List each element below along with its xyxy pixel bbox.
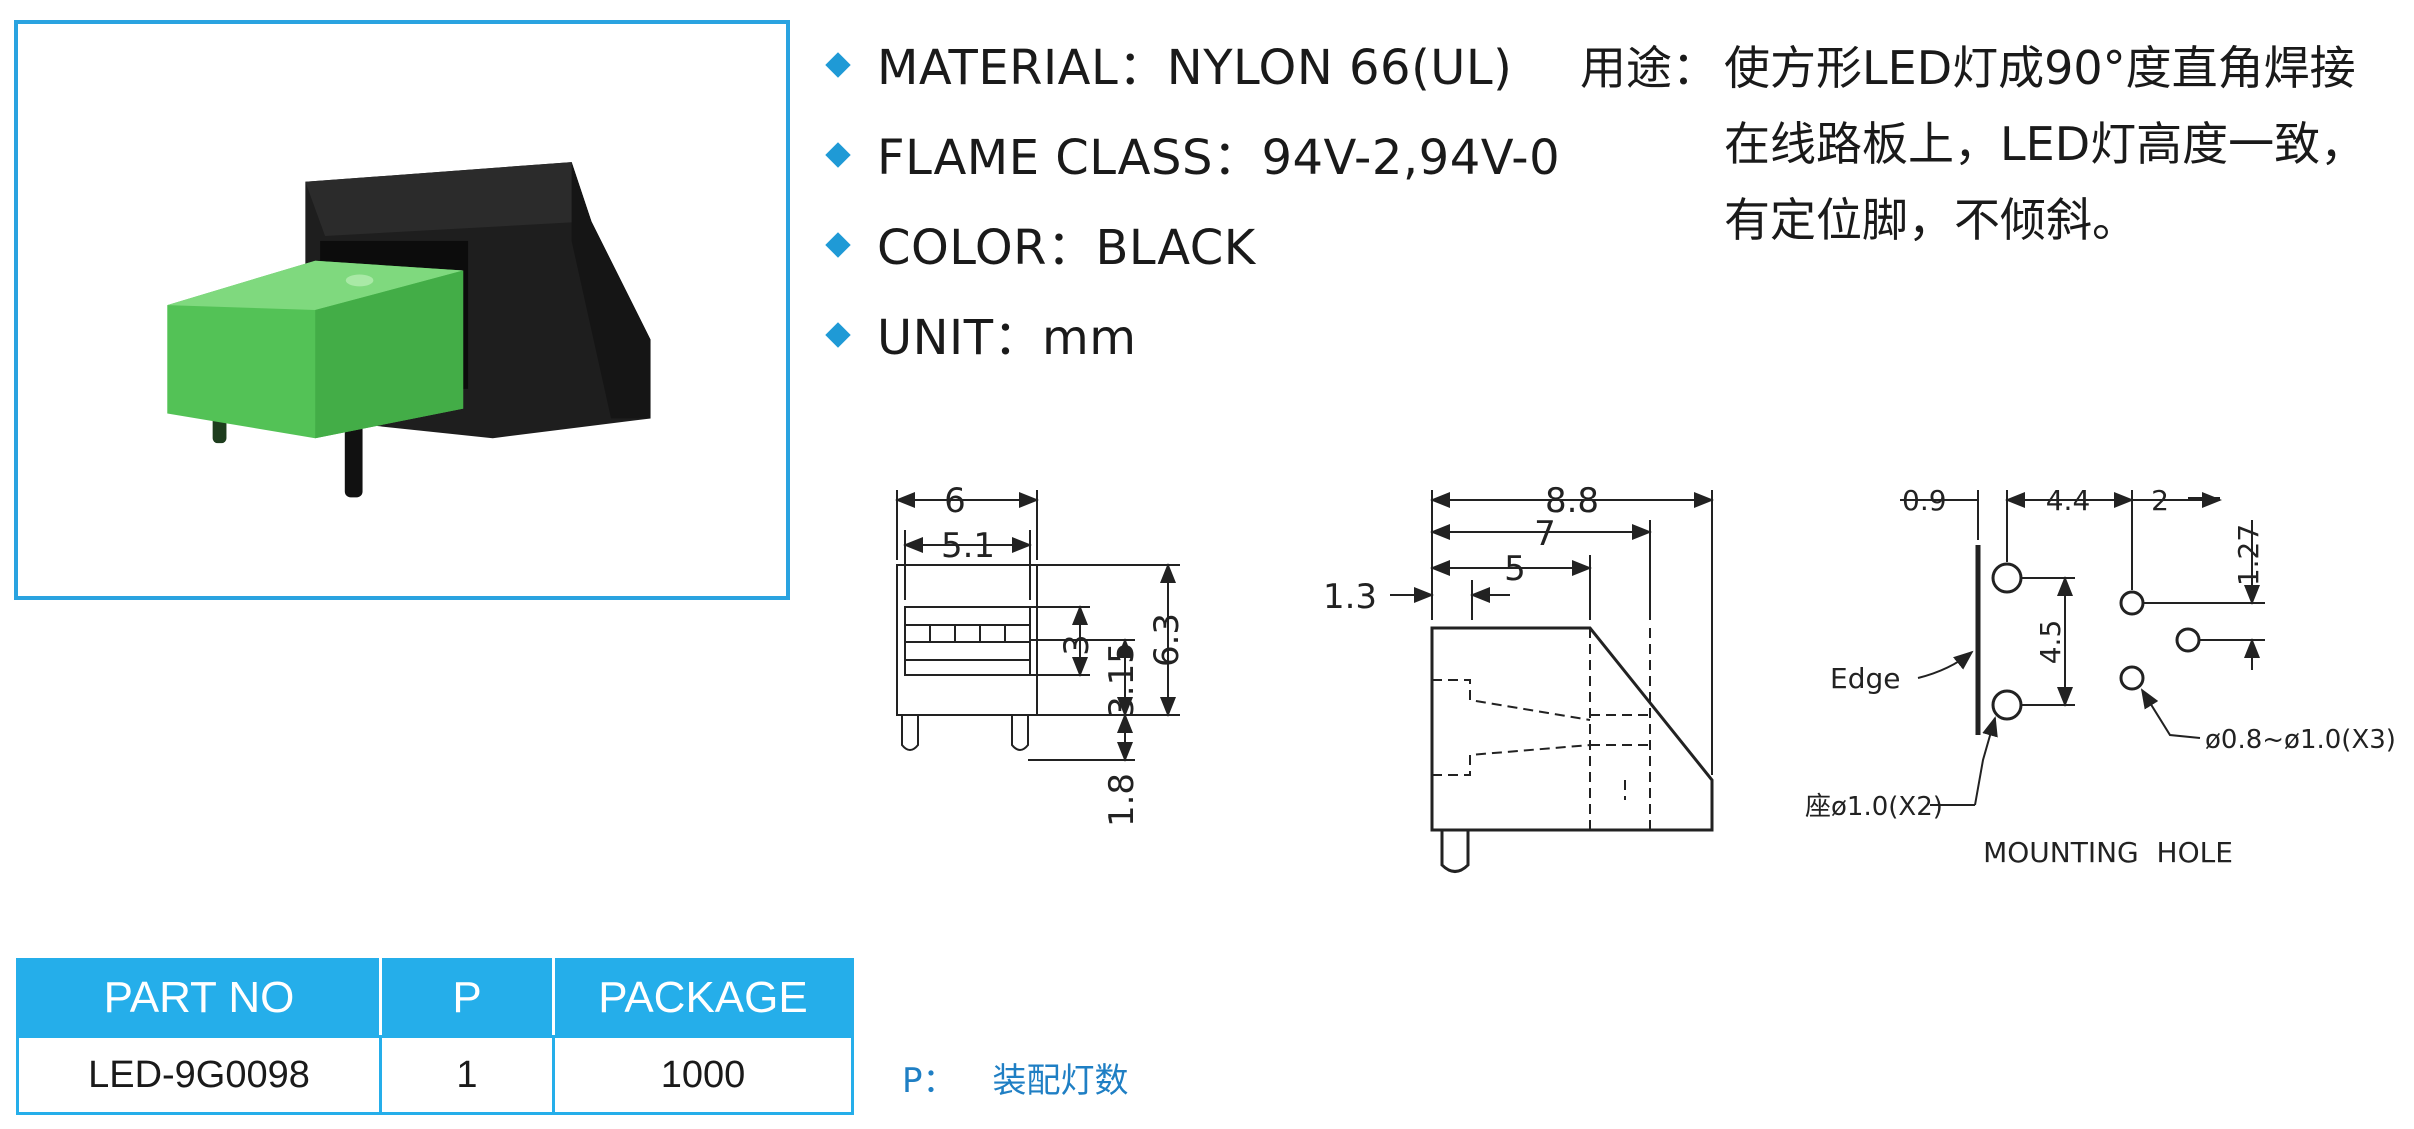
led-holder-illustration <box>167 162 651 498</box>
table-header-row: PART NO P PACKAGE <box>16 958 854 1038</box>
front-dim-mid-height: 3.15 <box>1102 642 1142 718</box>
mount-dim-hole-spacing: 2 <box>2151 484 2169 517</box>
mount-edge-label: Edge <box>1830 662 1900 695</box>
p-note: P： 装配灯数 <box>902 1053 1129 1102</box>
front-dim-width: 6 <box>944 481 966 521</box>
part-table: PART NO P PACKAGE LED-9G0098 1 1000 <box>16 958 854 1115</box>
mount-large-hole-label: 座ø1.0(X2) <box>1805 792 1943 822</box>
cell-p: 1 <box>379 1035 555 1115</box>
product-photo <box>14 20 790 600</box>
front-dim-inner-width: 5.1 <box>941 526 995 566</box>
side-dim-top-length: 5 <box>1504 549 1526 589</box>
front-dim-pin-length: 1.8 <box>1102 773 1142 827</box>
diamond-bullet-icon <box>825 142 851 168</box>
side-dim-pin-offset: 1.3 <box>1323 577 1377 617</box>
spec-unit: UNIT：mm <box>825 300 1560 390</box>
mount-small-hole-label: ø0.8~ø1.0(X3) <box>2205 725 2396 755</box>
note-key: P： <box>902 1061 957 1101</box>
spec-color: COLOR：BLACK <box>825 210 1560 300</box>
front-view-drawing <box>895 490 1180 762</box>
mount-dim-vertical: 4.5 <box>2034 620 2067 665</box>
mount-dim-edge-offset: 0.9 <box>1902 484 1947 517</box>
spec-material: MATERIAL：NYLON 66(UL) <box>825 30 1560 120</box>
cell-part-no: LED-9G0098 <box>16 1035 382 1115</box>
mount-dim-pitch: 1.27 <box>2232 524 2265 586</box>
spec-list: MATERIAL：NYLON 66(UL) FLAME CLASS：94V-2,… <box>825 30 1560 390</box>
mounting-hole-drawing <box>1900 490 2265 806</box>
front-dim-total-height: 6.3 <box>1147 613 1187 667</box>
side-dim-body-length: 7 <box>1534 514 1556 554</box>
mounting-hole-title: MOUNTING HOLE <box>1983 836 2233 869</box>
usage-line: 使方形LED灯成90°度直角焊接 <box>1724 41 2356 95</box>
usage-line: 有定位脚，不倾斜。 <box>1724 193 2138 247</box>
diamond-bullet-icon <box>825 322 851 348</box>
front-dim-slot-height: 3 <box>1057 634 1097 656</box>
header-package: PACKAGE <box>552 958 854 1038</box>
spec-flame-class: FLAME CLASS：94V-2,94V-0 <box>825 120 1560 210</box>
cell-package: 1000 <box>552 1035 854 1115</box>
usage-label: 用途： <box>1580 41 1718 95</box>
usage-text: 使方形LED灯成90°度直角焊接 在线路板上，LED灯高度一致， 有定位脚，不倾… <box>1724 30 2366 258</box>
mount-dim-row-spacing: 4.4 <box>2046 484 2091 517</box>
header-p: P <box>379 958 555 1038</box>
usage-line: 在线路板上，LED灯高度一致， <box>1724 117 2367 171</box>
diamond-bullet-icon <box>825 52 851 78</box>
side-view-drawing <box>1390 490 1714 873</box>
header-part-no: PART NO <box>16 958 382 1038</box>
note-value: 装配灯数 <box>992 1061 1129 1101</box>
diamond-bullet-icon <box>825 232 851 258</box>
table-row: LED-9G0098 1 1000 <box>16 1035 854 1115</box>
side-dim-total-length: 8.8 <box>1545 481 1599 521</box>
